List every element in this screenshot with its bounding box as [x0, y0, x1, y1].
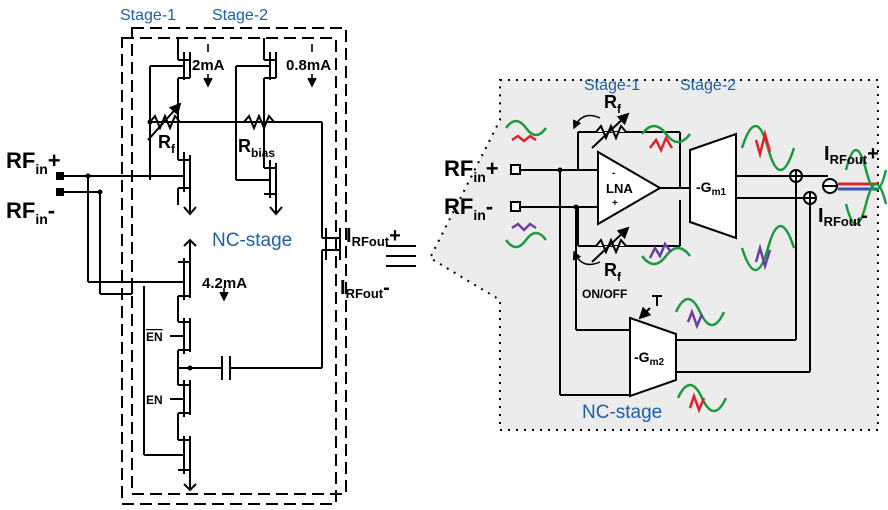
signal-waveforms: [504, 119, 888, 414]
stage1-pmos: [149, 38, 191, 180]
left-irfout-plus: IRFout+: [346, 225, 401, 249]
right-block-diagram: [428, 79, 888, 431]
right-irfout-minus: IRFout-: [818, 205, 868, 229]
right-gm1-label: -Gm1: [696, 179, 726, 198]
en-switch: [170, 368, 191, 440]
rf-top-resistor: [595, 123, 627, 141]
left-stage2-label: Stage-2: [212, 7, 268, 24]
left-current-stage1: 2mA: [192, 57, 225, 74]
right-irfout-plus: IRFout+: [824, 143, 879, 167]
current-arrows: [203, 44, 317, 302]
right-rf-bottom-label: Rf: [604, 260, 622, 284]
rf-resistor: [149, 113, 181, 131]
inner-dashed-boundary: [131, 27, 347, 495]
left-nc-stage-label: NC-stage: [212, 230, 292, 251]
left-current-stage2: 0.8mA: [286, 57, 331, 74]
right-lna-plus: +: [612, 198, 618, 209]
rf-bottom-resistor: [595, 237, 627, 255]
left-rbias-label: Rbias: [238, 136, 275, 160]
right-stage2-label: Stage-2: [680, 77, 736, 94]
right-lna-minus: -: [612, 168, 615, 179]
stage2-nmos: [236, 160, 283, 216]
right-rf-top-label: Rf: [604, 92, 622, 116]
left-schematic: [62, 27, 416, 505]
nc-stage-nmos: [178, 436, 197, 492]
gm2-block: [629, 316, 677, 398]
right-stage1-label: Stage-1: [584, 77, 640, 94]
right-rfin-minus: RFin-: [444, 194, 493, 223]
lna-amplifier: [597, 150, 662, 226]
left-rfin-plus: RFin+: [6, 148, 61, 177]
left-rfin-minus: RFin-: [6, 198, 55, 227]
left-current-nc: 4.2mA: [202, 275, 247, 292]
left-en-label: EN: [146, 393, 163, 407]
gray-panel: [428, 79, 879, 431]
en-bar-switch: [170, 318, 191, 368]
gm1-block: [689, 132, 737, 240]
nc-stage-pmos: [177, 238, 197, 322]
left-rf-label: Rf: [158, 132, 176, 156]
left-input-pins: [56, 119, 193, 371]
right-nc-stage-label: NC-stage: [582, 402, 662, 423]
right-onoff-label: ON/OFF: [582, 287, 627, 301]
right-rfin-plus: RFin+: [444, 156, 499, 185]
right-lna-label: LNA: [606, 181, 633, 196]
outer-dashed-boundary: [121, 37, 337, 505]
rbias-resistor: [243, 113, 275, 131]
right-gm2-label: -Gm2: [634, 349, 664, 368]
left-en-bar-label: EN: [146, 330, 163, 344]
rf-variable-arrow: [147, 102, 182, 141]
left-irfout-minus: IRFout-: [340, 277, 390, 301]
left-stage1-label: Stage-1: [120, 7, 176, 24]
